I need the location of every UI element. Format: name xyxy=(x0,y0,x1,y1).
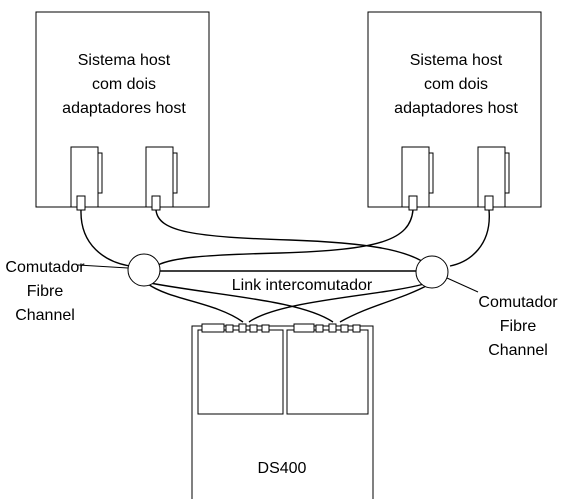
host-adapter-right-1 xyxy=(401,146,434,211)
host-adapter-left-1 xyxy=(70,146,103,211)
switch-left-label-line1: Comutador xyxy=(5,259,85,276)
host-right-label-line3: adaptadores host xyxy=(394,100,518,117)
ds400-label: DS400 xyxy=(258,460,307,477)
cable-host-left-a1-to-switch-left xyxy=(80,209,131,267)
host-system-right: Sistema host com dois adaptadores host xyxy=(367,11,542,211)
fibre-channel-switch-left: Comutador Fibre Channel xyxy=(5,253,161,324)
fibre-channel-switch-right: Comutador Fibre Channel xyxy=(415,255,558,359)
storage-controller-1 xyxy=(197,323,284,415)
switch-right-leader xyxy=(446,277,479,293)
cable-switch-left-to-controller-2 xyxy=(149,282,334,323)
switch-right-icon xyxy=(415,255,449,289)
switch-left-leader xyxy=(77,264,129,269)
ds400-storage: DS400 xyxy=(191,323,374,499)
switch-right-label-line1: Comutador xyxy=(478,294,558,311)
host-right-label-line2: com dois xyxy=(424,76,488,93)
fibre-cables xyxy=(80,209,490,323)
host-left-label-line2: com dois xyxy=(92,76,156,93)
cable-switch-right-to-controller-1 xyxy=(248,283,425,323)
switch-right-label-line2: Fibre xyxy=(500,318,537,335)
switch-left-icon xyxy=(127,253,161,287)
host-box-right xyxy=(367,11,542,208)
host-system-left: Sistema host com dois adaptadores host xyxy=(35,11,210,211)
switch-right-label-line3: Channel xyxy=(488,342,548,359)
host-left-label-line1: Sistema host xyxy=(78,52,171,69)
cable-switch-right-to-controller-2 xyxy=(339,284,429,323)
host-left-label-line3: adaptadores host xyxy=(62,100,186,117)
cable-host-right-a1-to-switch-left xyxy=(157,209,414,266)
cable-switch-left-to-controller-1 xyxy=(147,283,244,323)
cable-host-left-a2-to-switch-right xyxy=(155,209,426,264)
host-adapter-right-2 xyxy=(477,146,510,211)
storage-controller-2 xyxy=(286,323,369,415)
switch-left-label-line3: Channel xyxy=(15,307,75,324)
switch-left-label-line2: Fibre xyxy=(27,283,64,300)
host-right-label-line1: Sistema host xyxy=(410,52,503,69)
ds400-enclosure xyxy=(191,325,374,499)
inter-switch-link-label: Link intercomutador xyxy=(232,277,373,294)
host-box-left xyxy=(35,11,210,208)
cable-host-right-a2-to-switch-right xyxy=(449,209,490,267)
host-adapter-left-2 xyxy=(145,146,178,211)
